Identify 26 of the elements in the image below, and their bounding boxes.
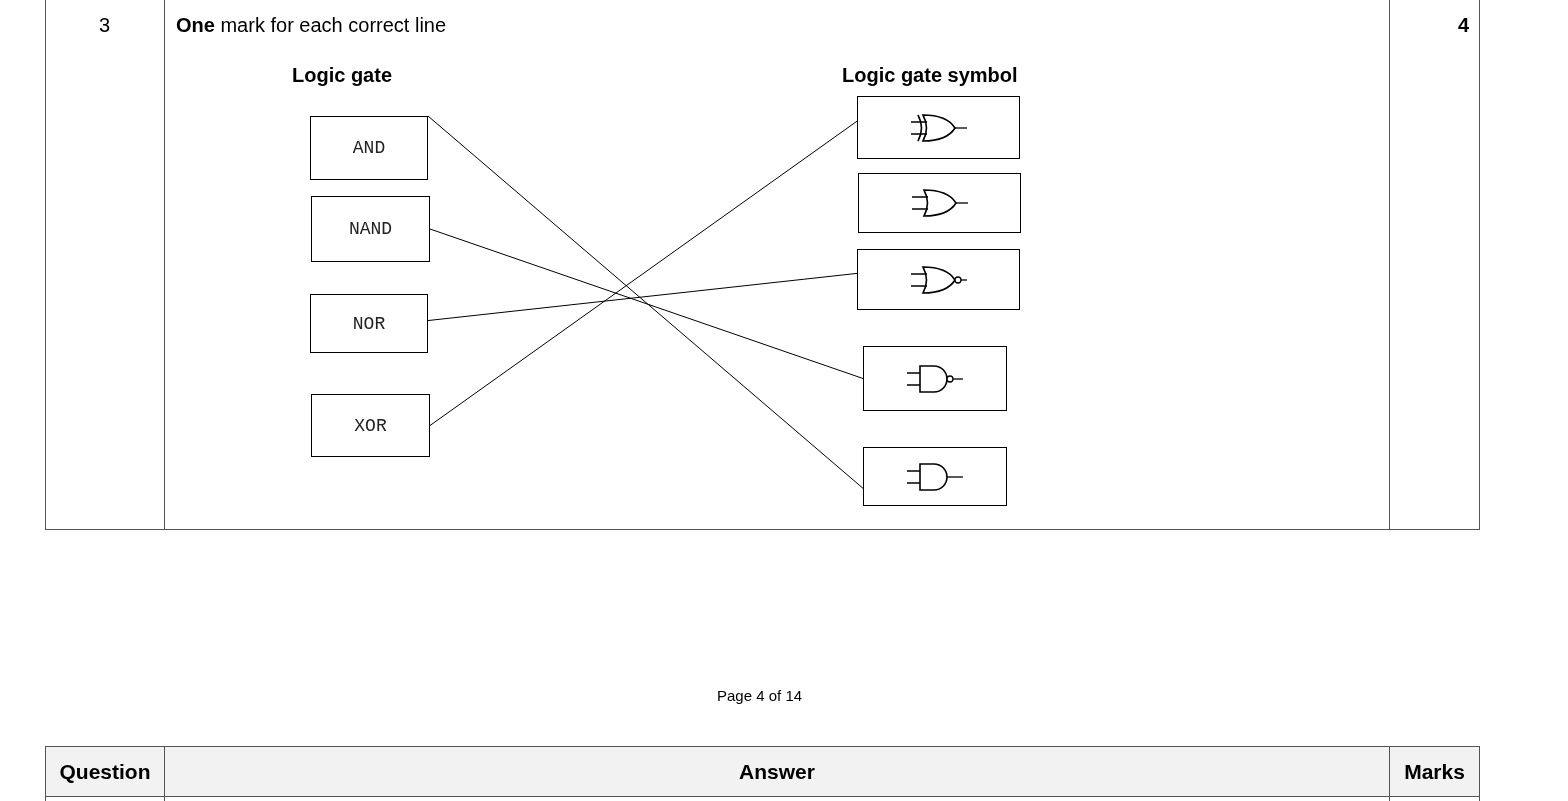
column-heading: Logic gate symbol: [842, 64, 1018, 87]
gate-name-box: [310, 116, 428, 180]
symbol-box: [857, 96, 1020, 159]
column-heading: Logic gate: [292, 64, 392, 87]
gate-name-box: [311, 196, 430, 262]
page-number: Page 4 of 14: [717, 687, 803, 704]
connector-line: [429, 120, 858, 426]
symbol-box: [858, 173, 1021, 233]
connector-line: [427, 115, 864, 489]
column-header: Answer: [165, 747, 1389, 796]
symbol-box: [857, 249, 1020, 310]
gate-name: XOR: [354, 415, 387, 436]
gate-name: NAND: [348, 219, 393, 239]
symbol-box: [863, 346, 1007, 411]
gate-name-box: [310, 294, 428, 353]
marking-instruction: One mark for each correct line: [176, 14, 447, 37]
column-header: Marks: [1390, 747, 1479, 796]
gate-name-box: [311, 394, 430, 457]
gate-name: NOR: [352, 313, 386, 334]
mark-value: 4: [1456, 14, 1469, 37]
question-number: 3: [97, 14, 112, 37]
connector-line: [429, 228, 864, 379]
connector-line: [427, 272, 858, 322]
column-header: Question: [46, 747, 164, 796]
gate-name: AND: [352, 138, 386, 158]
symbol-box: [863, 447, 1007, 506]
